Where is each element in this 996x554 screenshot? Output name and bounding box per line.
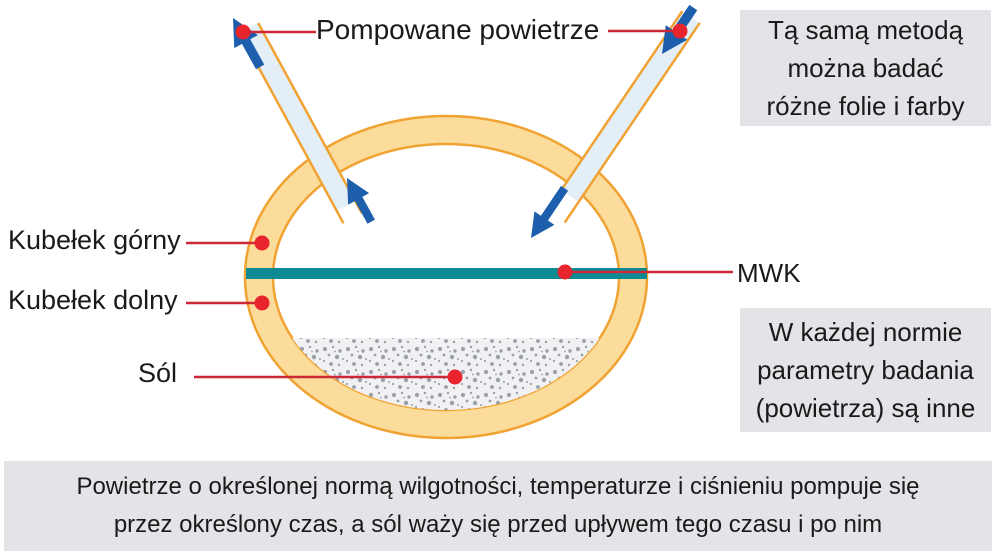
info-box-norms: W każdej normie parametry badania (powie… — [740, 308, 991, 432]
label-upper-cup: Kubełek górny — [8, 225, 181, 255]
label-lower-cup: Kubełek dolny — [8, 285, 178, 315]
air-in-arrow-inside — [531, 185, 569, 238]
dot-membrane — [557, 264, 573, 280]
info-box-method-line: Tą samą metodą — [767, 15, 964, 45]
membrane-bar — [246, 268, 647, 279]
label-salt: Sól — [138, 358, 178, 388]
right-tube — [546, 10, 701, 224]
info-box-method-line: można badać — [787, 53, 944, 83]
air-out-arrow-inside — [347, 178, 375, 224]
caption-line: Powietrze o określonej normą wilgotności… — [76, 473, 920, 500]
dot-upper-cup — [254, 235, 270, 251]
info-box-norms-line: (powietrza) są inne — [755, 393, 976, 423]
leader-lines — [186, 29, 733, 379]
info-box-method-line: różne folie i farby — [766, 91, 965, 121]
dot-lower-cup — [254, 295, 270, 311]
caption-line: przez określony czas, a sól waży się prz… — [113, 511, 883, 538]
figure-caption: Powietrze o określonej normą wilgotności… — [4, 461, 992, 551]
dot-salt — [447, 369, 463, 385]
dot-pumped-air-right — [672, 23, 688, 39]
anchor-dots — [235, 23, 688, 385]
info-box-norms-line: parametry badania — [757, 355, 974, 385]
label-pumped-air: Pompowane powietrze — [316, 14, 600, 45]
dot-pumped-air-left — [235, 24, 251, 40]
info-box-norms-line: W każdej normie — [768, 317, 963, 347]
label-membrane: MWK — [737, 258, 801, 288]
info-box-method: Tą samą metodą można badać różne folie i… — [740, 10, 991, 126]
